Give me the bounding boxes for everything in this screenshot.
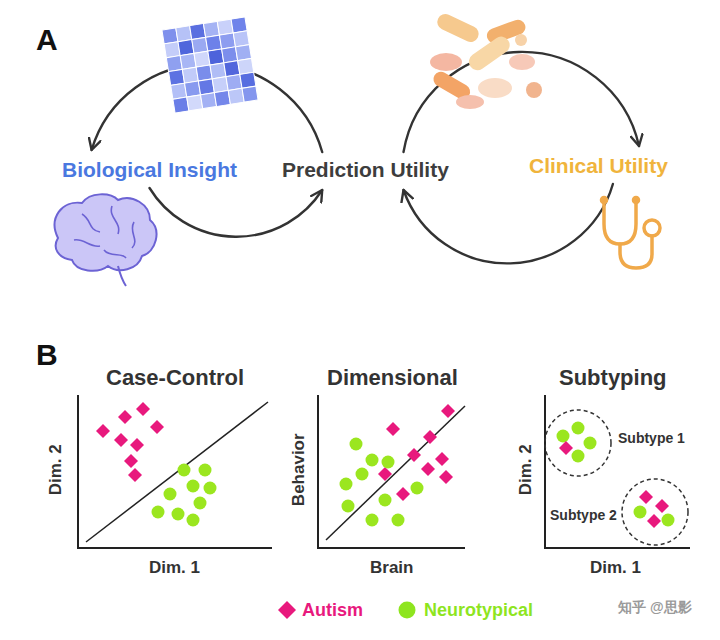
cycle-arrow (150, 188, 323, 237)
stethoscope-icon (602, 198, 661, 269)
panel-letter: A (36, 23, 58, 58)
matrix-icon (162, 17, 258, 113)
cycle-arrow (92, 64, 323, 152)
node-text: Prediction Utility (282, 158, 449, 182)
cycle-arrow (404, 184, 613, 263)
cycle-arrow (404, 52, 640, 152)
prediction-node: Prediction Utility (279, 156, 452, 184)
axis-label: Dim. 2 (46, 444, 66, 495)
pills-icon (430, 11, 542, 109)
subtyping-plot (545, 395, 690, 548)
clinical-node: Clinical Utility (526, 152, 671, 180)
legend-text: Neurotypical (424, 600, 533, 621)
case-control-plot (78, 395, 272, 548)
dimensional-plot (318, 395, 465, 548)
plot-title: Subtyping (559, 365, 667, 390)
insight-node: Biological Insight (59, 156, 240, 184)
axis-label: Brain (370, 558, 413, 578)
node-text: Clinical Utility (529, 154, 668, 178)
panel-letter: B (36, 338, 58, 373)
node-text: Biological Insight (62, 158, 237, 182)
axis-label: Dim. 2 (516, 444, 536, 495)
legend-swatch (397, 600, 417, 620)
watermark: 知乎 @思影 (618, 599, 692, 615)
brain-icon (55, 194, 157, 286)
subtype-label: Subtype 2 (550, 507, 617, 523)
plot-title: Case-Control (106, 365, 244, 390)
legend-swatch (277, 600, 297, 620)
subtype-label: Subtype 1 (618, 430, 685, 446)
axis-label: Behavior (289, 433, 309, 506)
legend-text: Autism (302, 600, 363, 621)
plot-title: Dimensional (327, 365, 458, 390)
axis-label: Dim. 1 (590, 558, 641, 578)
axis-label: Dim. 1 (149, 558, 200, 578)
